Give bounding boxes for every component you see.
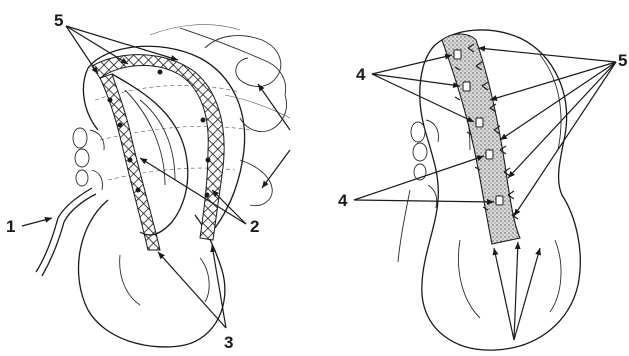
left-label-1: 1: [6, 217, 15, 236]
right-leader-4a: [372, 55, 452, 74]
left-leader-5a: [66, 26, 98, 74]
left-leader-5b: [66, 26, 128, 64]
left-leader-1: [22, 218, 52, 226]
right-kidney-figure: 4 4 5: [338, 30, 627, 350]
right-leader-5e: [514, 62, 616, 216]
left-hilum-vessels: [73, 128, 104, 190]
right-label-4-top: 4: [356, 65, 366, 84]
right-leader-5d: [508, 62, 616, 178]
left-kidney-figure: 5 1 2 3: [6, 11, 290, 352]
right-mesh-strip: [442, 34, 520, 244]
left-label-3: 3: [224, 333, 233, 352]
right-leader-5c: [500, 62, 616, 140]
left-clamp-instrument: [36, 188, 96, 276]
right-label-4-bottom: 4: [338, 191, 348, 210]
right-leader-4d: [354, 156, 484, 200]
left-label-2: 2: [250, 217, 259, 236]
right-hilum-vessels: [398, 120, 439, 262]
left-hand-outline: [205, 36, 281, 87]
right-label-5: 5: [618, 51, 627, 70]
right-leader-4e: [354, 200, 494, 202]
left-label-5: 5: [54, 11, 63, 30]
left-leader-3a: [158, 252, 226, 328]
